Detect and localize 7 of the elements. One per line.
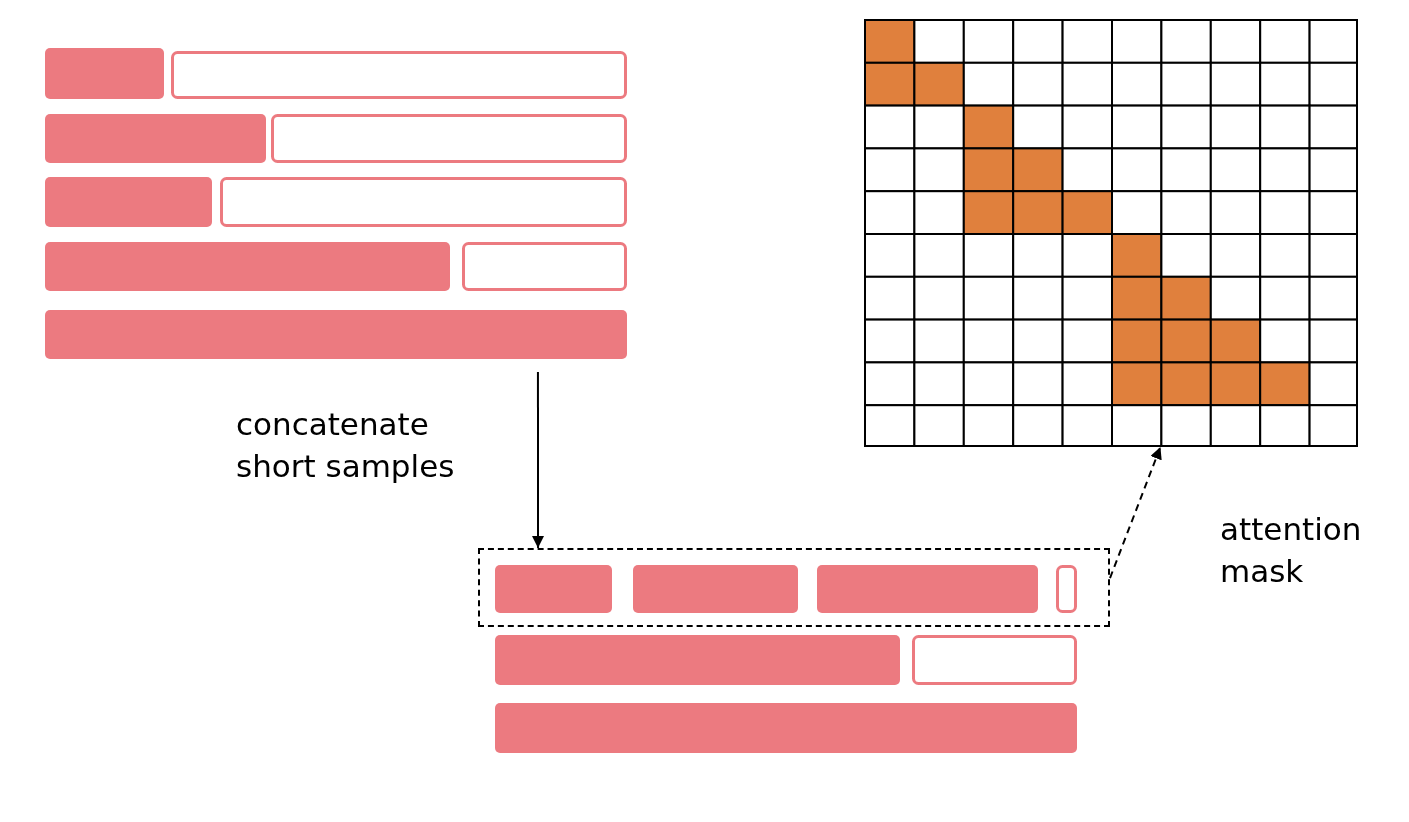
edge-label: attention mask [1220, 510, 1363, 591]
edge-label: concatenate short samples [236, 405, 456, 486]
attention-grid-drawing [864, 19, 1358, 447]
dashed-box [478, 548, 1110, 627]
sample-bars-drawing [45, 48, 627, 360]
arrow [1109, 446, 1162, 579]
arrow [532, 371, 545, 549]
